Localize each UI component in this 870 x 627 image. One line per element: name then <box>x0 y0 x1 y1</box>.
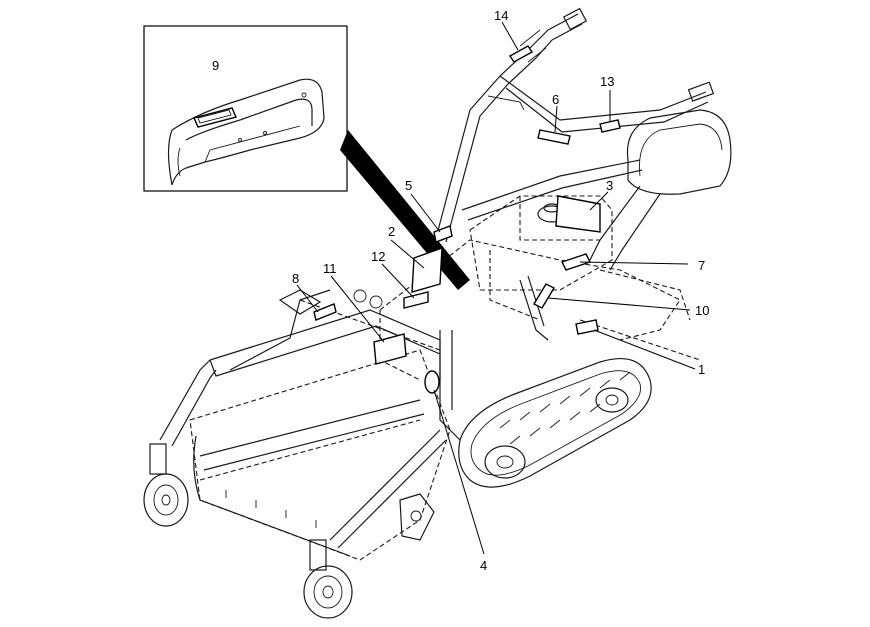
mower-deck <box>189 289 451 561</box>
detail-inset <box>143 25 348 192</box>
caster-wheel-left <box>143 443 189 527</box>
callout-numbers: 14 6 13 9 3 5 2 12 7 8 11 10 1 4 <box>212 8 709 573</box>
decal-14 <box>508 45 534 63</box>
decal-5 <box>433 225 453 243</box>
callout-5: 5 <box>405 178 412 193</box>
decal-3 <box>555 195 601 233</box>
leader-lines <box>296 21 696 555</box>
crawler-track <box>458 358 652 488</box>
decal-1 <box>575 319 599 335</box>
callout-12: 12 <box>371 249 385 264</box>
callout-4: 4 <box>480 558 487 573</box>
decal-2 <box>411 246 443 293</box>
decal-6 <box>537 129 571 145</box>
decal-8 <box>313 303 337 321</box>
callout-6: 6 <box>552 92 559 107</box>
decal-9 <box>193 107 237 128</box>
decal-10 <box>533 283 555 309</box>
decal-13 <box>599 119 621 133</box>
callout-14: 14 <box>494 8 508 23</box>
callout-9: 9 <box>212 58 219 73</box>
callout-8: 8 <box>292 271 299 286</box>
caster-wheel-right <box>303 539 353 619</box>
callout-11: 11 <box>323 261 337 276</box>
detail-pointer <box>340 130 470 290</box>
callout-13: 13 <box>600 74 614 89</box>
bumper-bar <box>159 359 447 549</box>
callout-10: 10 <box>695 303 709 318</box>
callout-1: 1 <box>698 362 705 377</box>
decal-12 <box>403 291 429 309</box>
callout-2: 2 <box>388 224 395 239</box>
callout-7: 7 <box>698 258 705 273</box>
callout-3: 3 <box>606 178 613 193</box>
decal-labels <box>313 45 621 394</box>
control-levers <box>278 275 549 441</box>
decal-4 <box>424 370 440 394</box>
decal-11 <box>373 333 407 365</box>
